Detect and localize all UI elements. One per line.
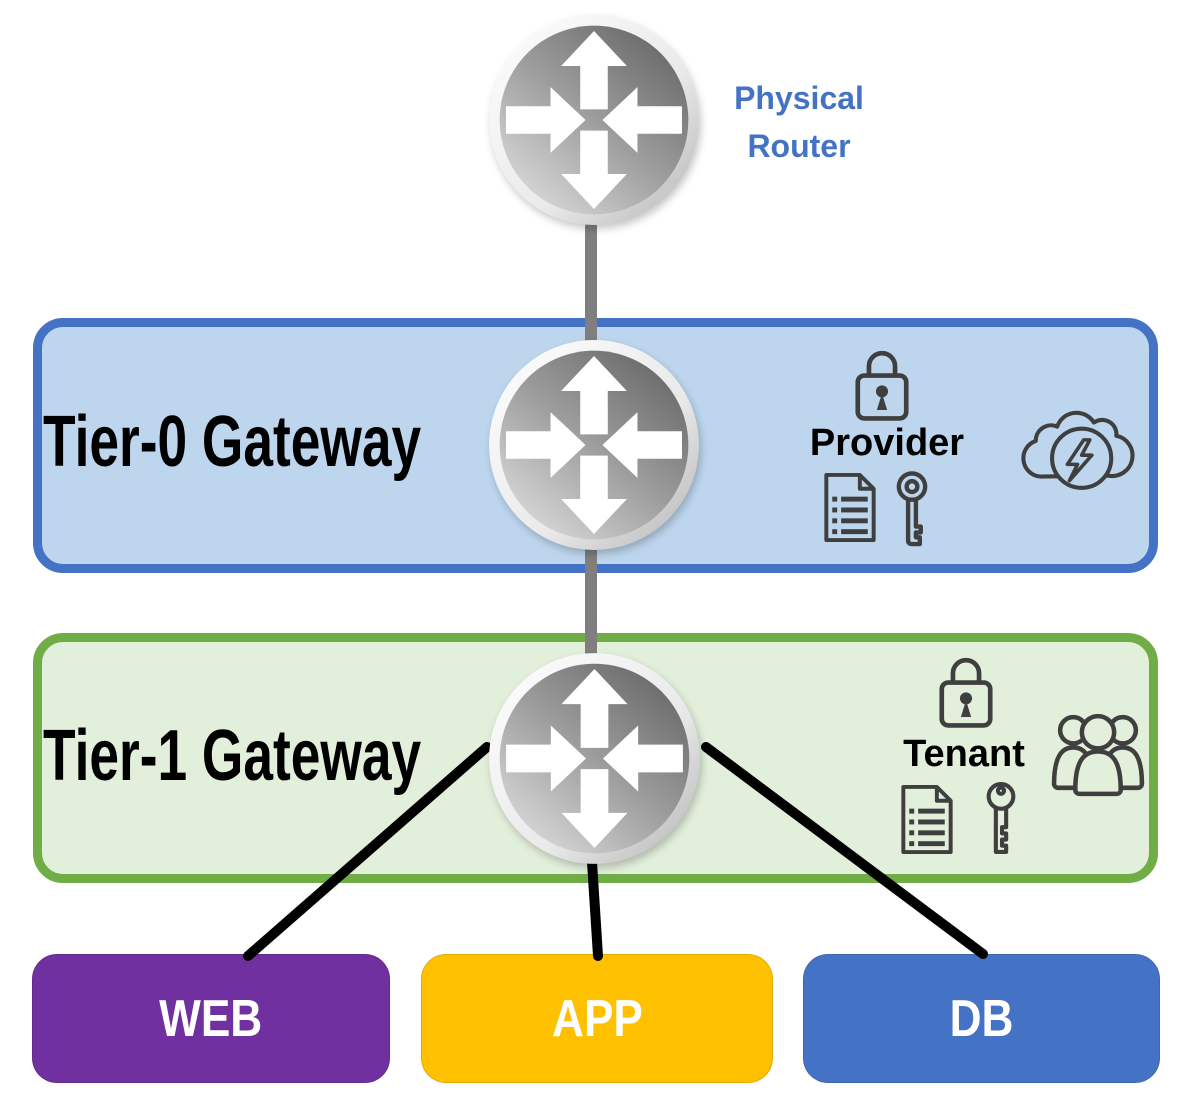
tier0-gateway-label: Tier-0 Gateway — [43, 402, 422, 482]
workload-box-db: DB — [803, 954, 1160, 1083]
document-list-icon — [901, 784, 953, 855]
people-group-icon — [1051, 713, 1145, 797]
physical-router-icon — [488, 14, 700, 226]
workload-box-web: WEB — [32, 954, 390, 1083]
key-icon — [896, 471, 928, 547]
tier1-router-icon — [488, 652, 701, 865]
workload-box-app: APP — [421, 954, 773, 1083]
tier1-gateway-label: Tier-1 Gateway — [43, 716, 422, 796]
workload-label-app: APP — [551, 989, 643, 1048]
tenant-label: Tenant — [903, 733, 1025, 775]
tier0-router-icon — [488, 339, 700, 551]
provider-label: Provider — [809, 422, 965, 464]
padlock-icon — [939, 657, 993, 728]
workload-label-db: DB — [949, 989, 1014, 1048]
key-icon — [986, 782, 1016, 854]
workload-label-web: WEB — [159, 989, 263, 1048]
physical-router-label: Physical Router — [734, 80, 864, 164]
document-list-icon — [824, 472, 876, 543]
cloud-lightning-icon — [1021, 410, 1135, 490]
padlock-icon — [855, 350, 909, 421]
